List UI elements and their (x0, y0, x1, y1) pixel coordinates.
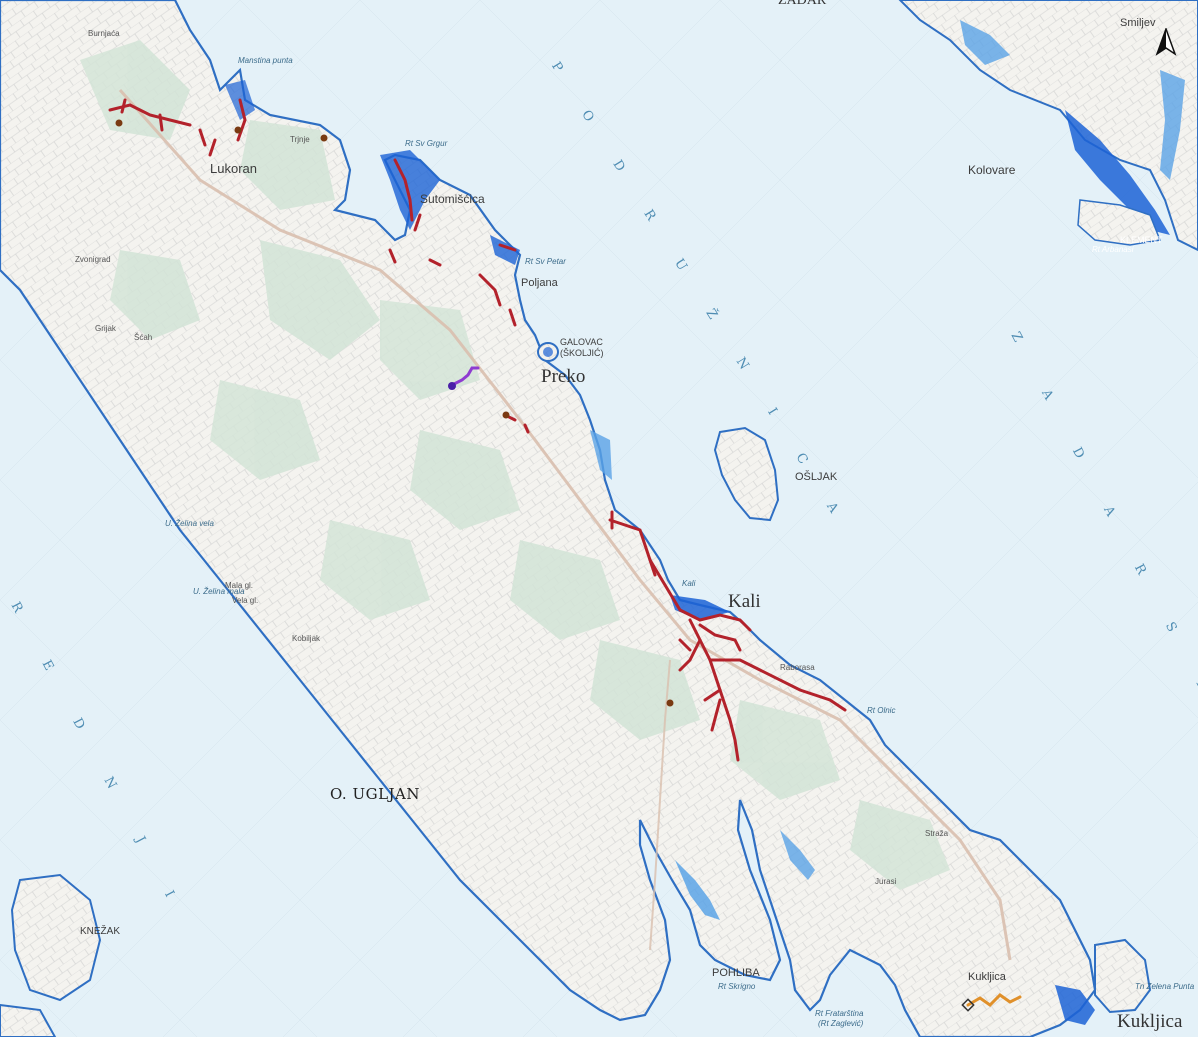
label-sutomiscica: Sutomišćica (420, 192, 485, 206)
label-kali-port: Kali (682, 579, 696, 588)
label-poljana: Poljana (521, 277, 558, 289)
orange-network-endpoint (961, 998, 975, 1012)
label-burnjaca: Burnjaća (88, 29, 120, 38)
coastal-flood-zones (225, 80, 1095, 1025)
label-rt-sv-grgur: Rt Sv Grgur (405, 139, 448, 148)
main-road (118, 89, 1012, 961)
label-zelina-mala: U. Želina mala (193, 587, 245, 596)
label-skoljic: (ŠKOLJIĆ) (560, 348, 604, 358)
label-village-kukljica: Kukljica (968, 971, 1006, 983)
label-osljak: OŠLJAK (795, 471, 838, 483)
purple-network (450, 366, 480, 387)
label-zadar: ZADAR (778, 0, 827, 8)
label-raborasa: Raborasa (780, 663, 815, 672)
sw-islet (0, 1003, 57, 1037)
label-zelina-vela: U. Želina vela (165, 519, 214, 528)
kukljica-east-island (1094, 938, 1152, 1014)
label-kolovare: Kolovare (968, 163, 1016, 177)
label-town-kali: Kali (728, 591, 761, 612)
label-grijak: Grijak (95, 324, 116, 333)
purple-network-endpoint (448, 382, 456, 390)
secondary-road (649, 659, 671, 951)
label-knezak: KNEŽAK (80, 926, 121, 937)
label-rt-arbanasi: Rt Arbanasi (1092, 245, 1134, 254)
point-markers (115, 119, 674, 707)
label-rt-olnic: Rt Olnic (867, 706, 896, 715)
zadar-harbour-deep (1065, 110, 1170, 235)
red-network (108, 98, 847, 762)
label-town-kukljica: Kukljica (1117, 1011, 1183, 1032)
label-smiljevac: Smiljev (1120, 17, 1156, 29)
label-island-ugljan: O. UGLJAN (330, 785, 421, 803)
label-rt-skrigno: Rt Skrigno (718, 982, 756, 991)
label-manastir: Manstina punta (238, 56, 293, 65)
label-klement: KLEMENT (1120, 235, 1163, 245)
label-rt-sv-petar: Rt Sv Petar (525, 257, 566, 266)
klement-peninsula (1077, 199, 1162, 246)
label-vela-gl: Vela gl. (232, 596, 259, 605)
label-straza: Straža (925, 829, 949, 838)
label-rt-fratarsina: Rt Fratarština (815, 1009, 864, 1018)
label-kobiljak: Kobiljak (292, 634, 321, 643)
label-lukoran: Lukoran (210, 161, 257, 176)
label-rt-zaglevic: (Rt Zaglević) (818, 1019, 864, 1028)
orange-network (966, 993, 1022, 1007)
osljak-island (713, 426, 780, 522)
label-pohliba: POHLIBA (712, 967, 760, 979)
zadar-shore-shallow (960, 20, 1010, 65)
north-arrow-icon (1155, 28, 1177, 56)
label-trjnje: Trjnje (290, 135, 310, 144)
label-scah: Šćah (134, 333, 153, 342)
label-zvonigrad: Zvonigrad (75, 255, 111, 264)
knezak-island (10, 873, 102, 1002)
label-zelena-punta: Tn Zelena Punta (1135, 982, 1195, 991)
zadar-harbour-shallow (1160, 70, 1185, 180)
vegetation-areas (80, 40, 950, 890)
label-mala-gl: Mala gl. (225, 581, 254, 590)
label-town-preko: Preko (541, 366, 586, 387)
label-galovac: GALOVAC (560, 337, 603, 347)
label-jurasi: Jurasi (875, 877, 897, 886)
